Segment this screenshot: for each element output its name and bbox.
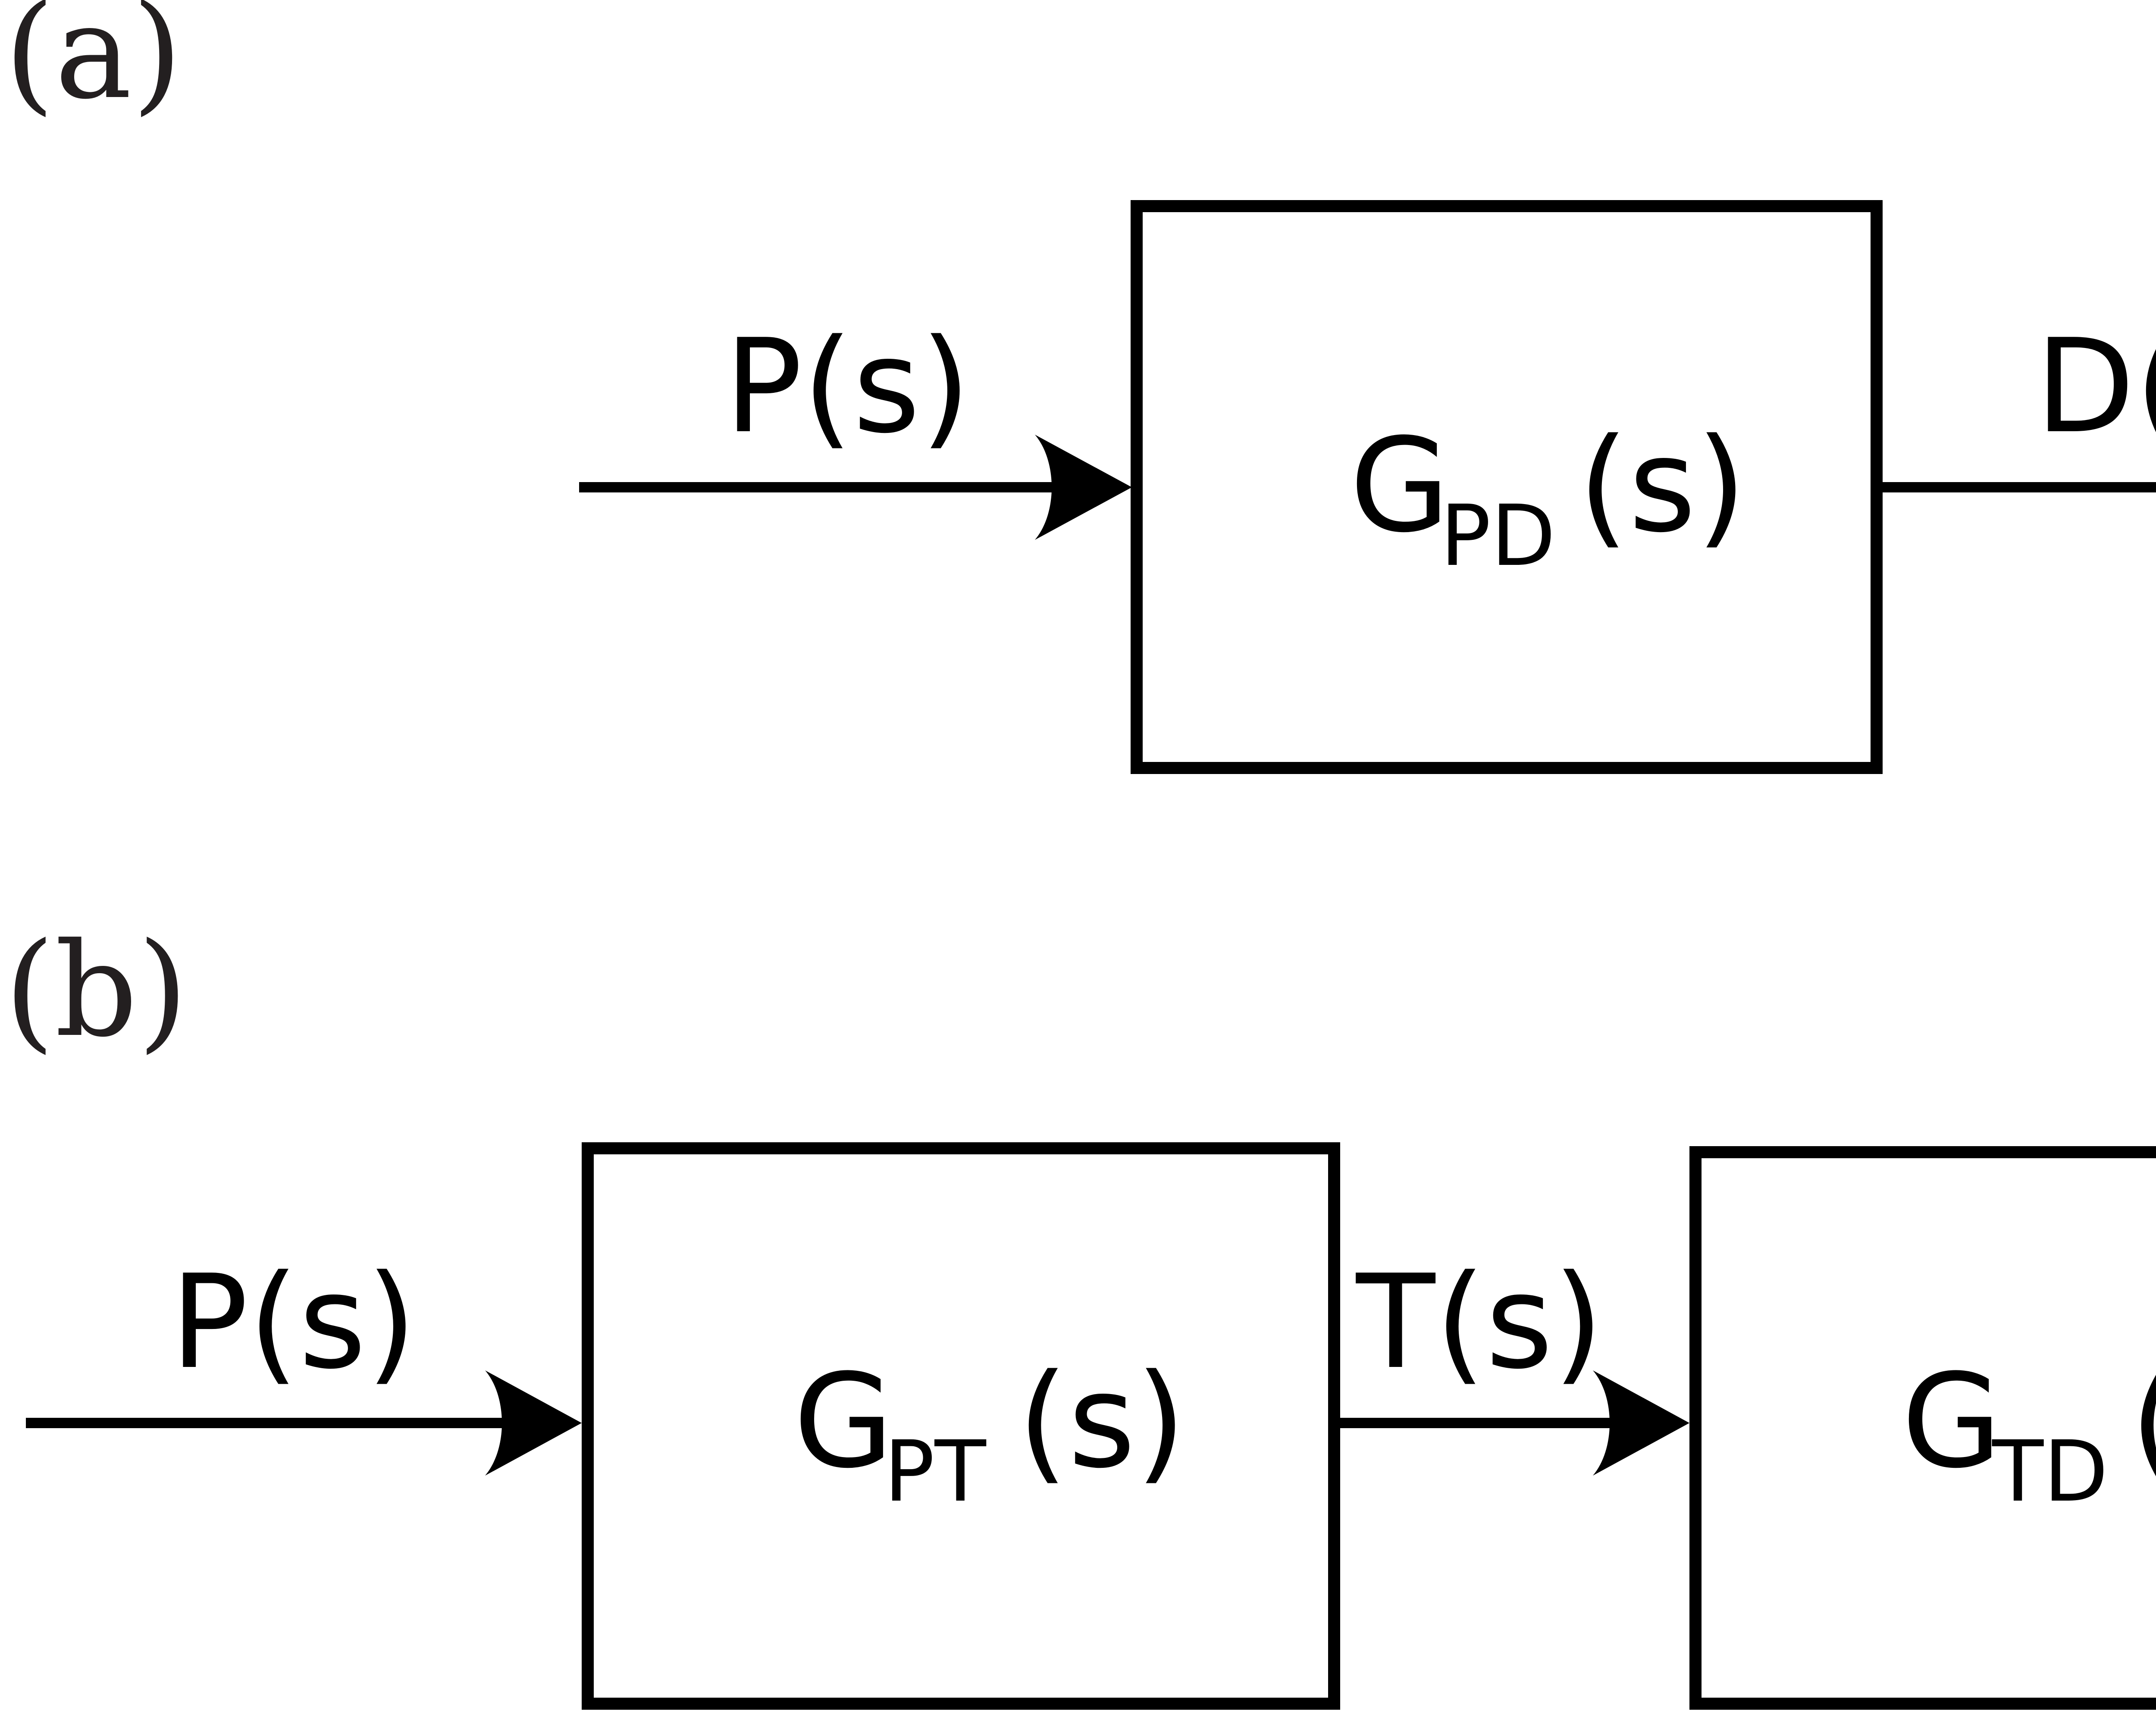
block-gpd-subscript: PD <box>1440 487 1556 585</box>
panel-b: (b) P(s) G PT (s) T(s) G TD (s) D(s) <box>4 915 2156 1710</box>
panel-a-input-signal-label: P(s) <box>724 311 971 462</box>
panel-b-intermediate-arrowhead <box>1593 1370 1689 1476</box>
panel-a-output-signal-label: D(s) <box>2035 311 2156 462</box>
panel-b-input-signal-label: P(s) <box>170 1247 417 1398</box>
block-gtd-subscript: TD <box>1992 1423 2108 1520</box>
panel-b-label: (b) <box>4 915 188 1066</box>
panel-b-intermediate-signal-label: T(s) <box>1354 1247 1603 1398</box>
panel-a-label: (a) <box>4 0 182 128</box>
block-gtd-base: G <box>1902 1346 2002 1497</box>
block-gpt-base: G <box>793 1346 893 1497</box>
block-gpd[interactable] <box>1131 200 1883 774</box>
block-gpt-subscript: PT <box>884 1423 987 1520</box>
panel-b-input-arrowhead <box>485 1370 582 1476</box>
block-gtd[interactable] <box>1689 1146 2156 1710</box>
panel-a: (a) P(s) G PD (s) D(s) <box>4 0 2156 774</box>
block-gtd-argument: (s) <box>2130 1346 2156 1497</box>
block-gpt-argument: (s) <box>1018 1346 1186 1497</box>
block-gpd-argument: (s) <box>1578 411 1746 561</box>
block-gpd-base: G <box>1350 411 1450 561</box>
panel-a-input-arrowhead <box>1035 435 1132 540</box>
